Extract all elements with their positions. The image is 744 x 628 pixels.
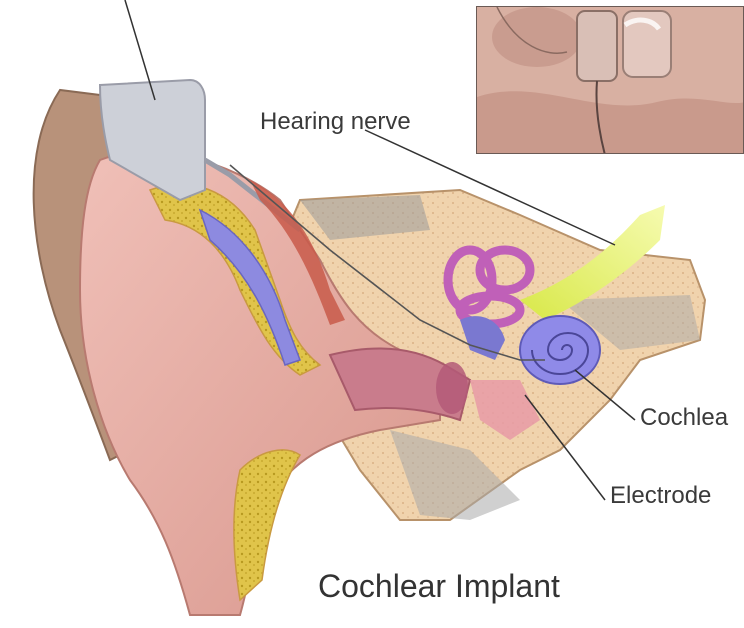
- eardrum: [436, 362, 468, 414]
- inset-photo: [476, 6, 744, 154]
- cochlea-shape: [520, 316, 600, 384]
- ear-lobe-cartilage: [234, 450, 300, 600]
- inset-device: [577, 11, 617, 81]
- hearing-nerve-label: Hearing nerve: [260, 108, 411, 136]
- cochlea-label: Cochlea: [640, 404, 728, 432]
- inset-illustration: [477, 7, 744, 154]
- diagram-caption: Cochlear Implant: [318, 568, 560, 605]
- electrode-label: Electrode: [610, 482, 711, 510]
